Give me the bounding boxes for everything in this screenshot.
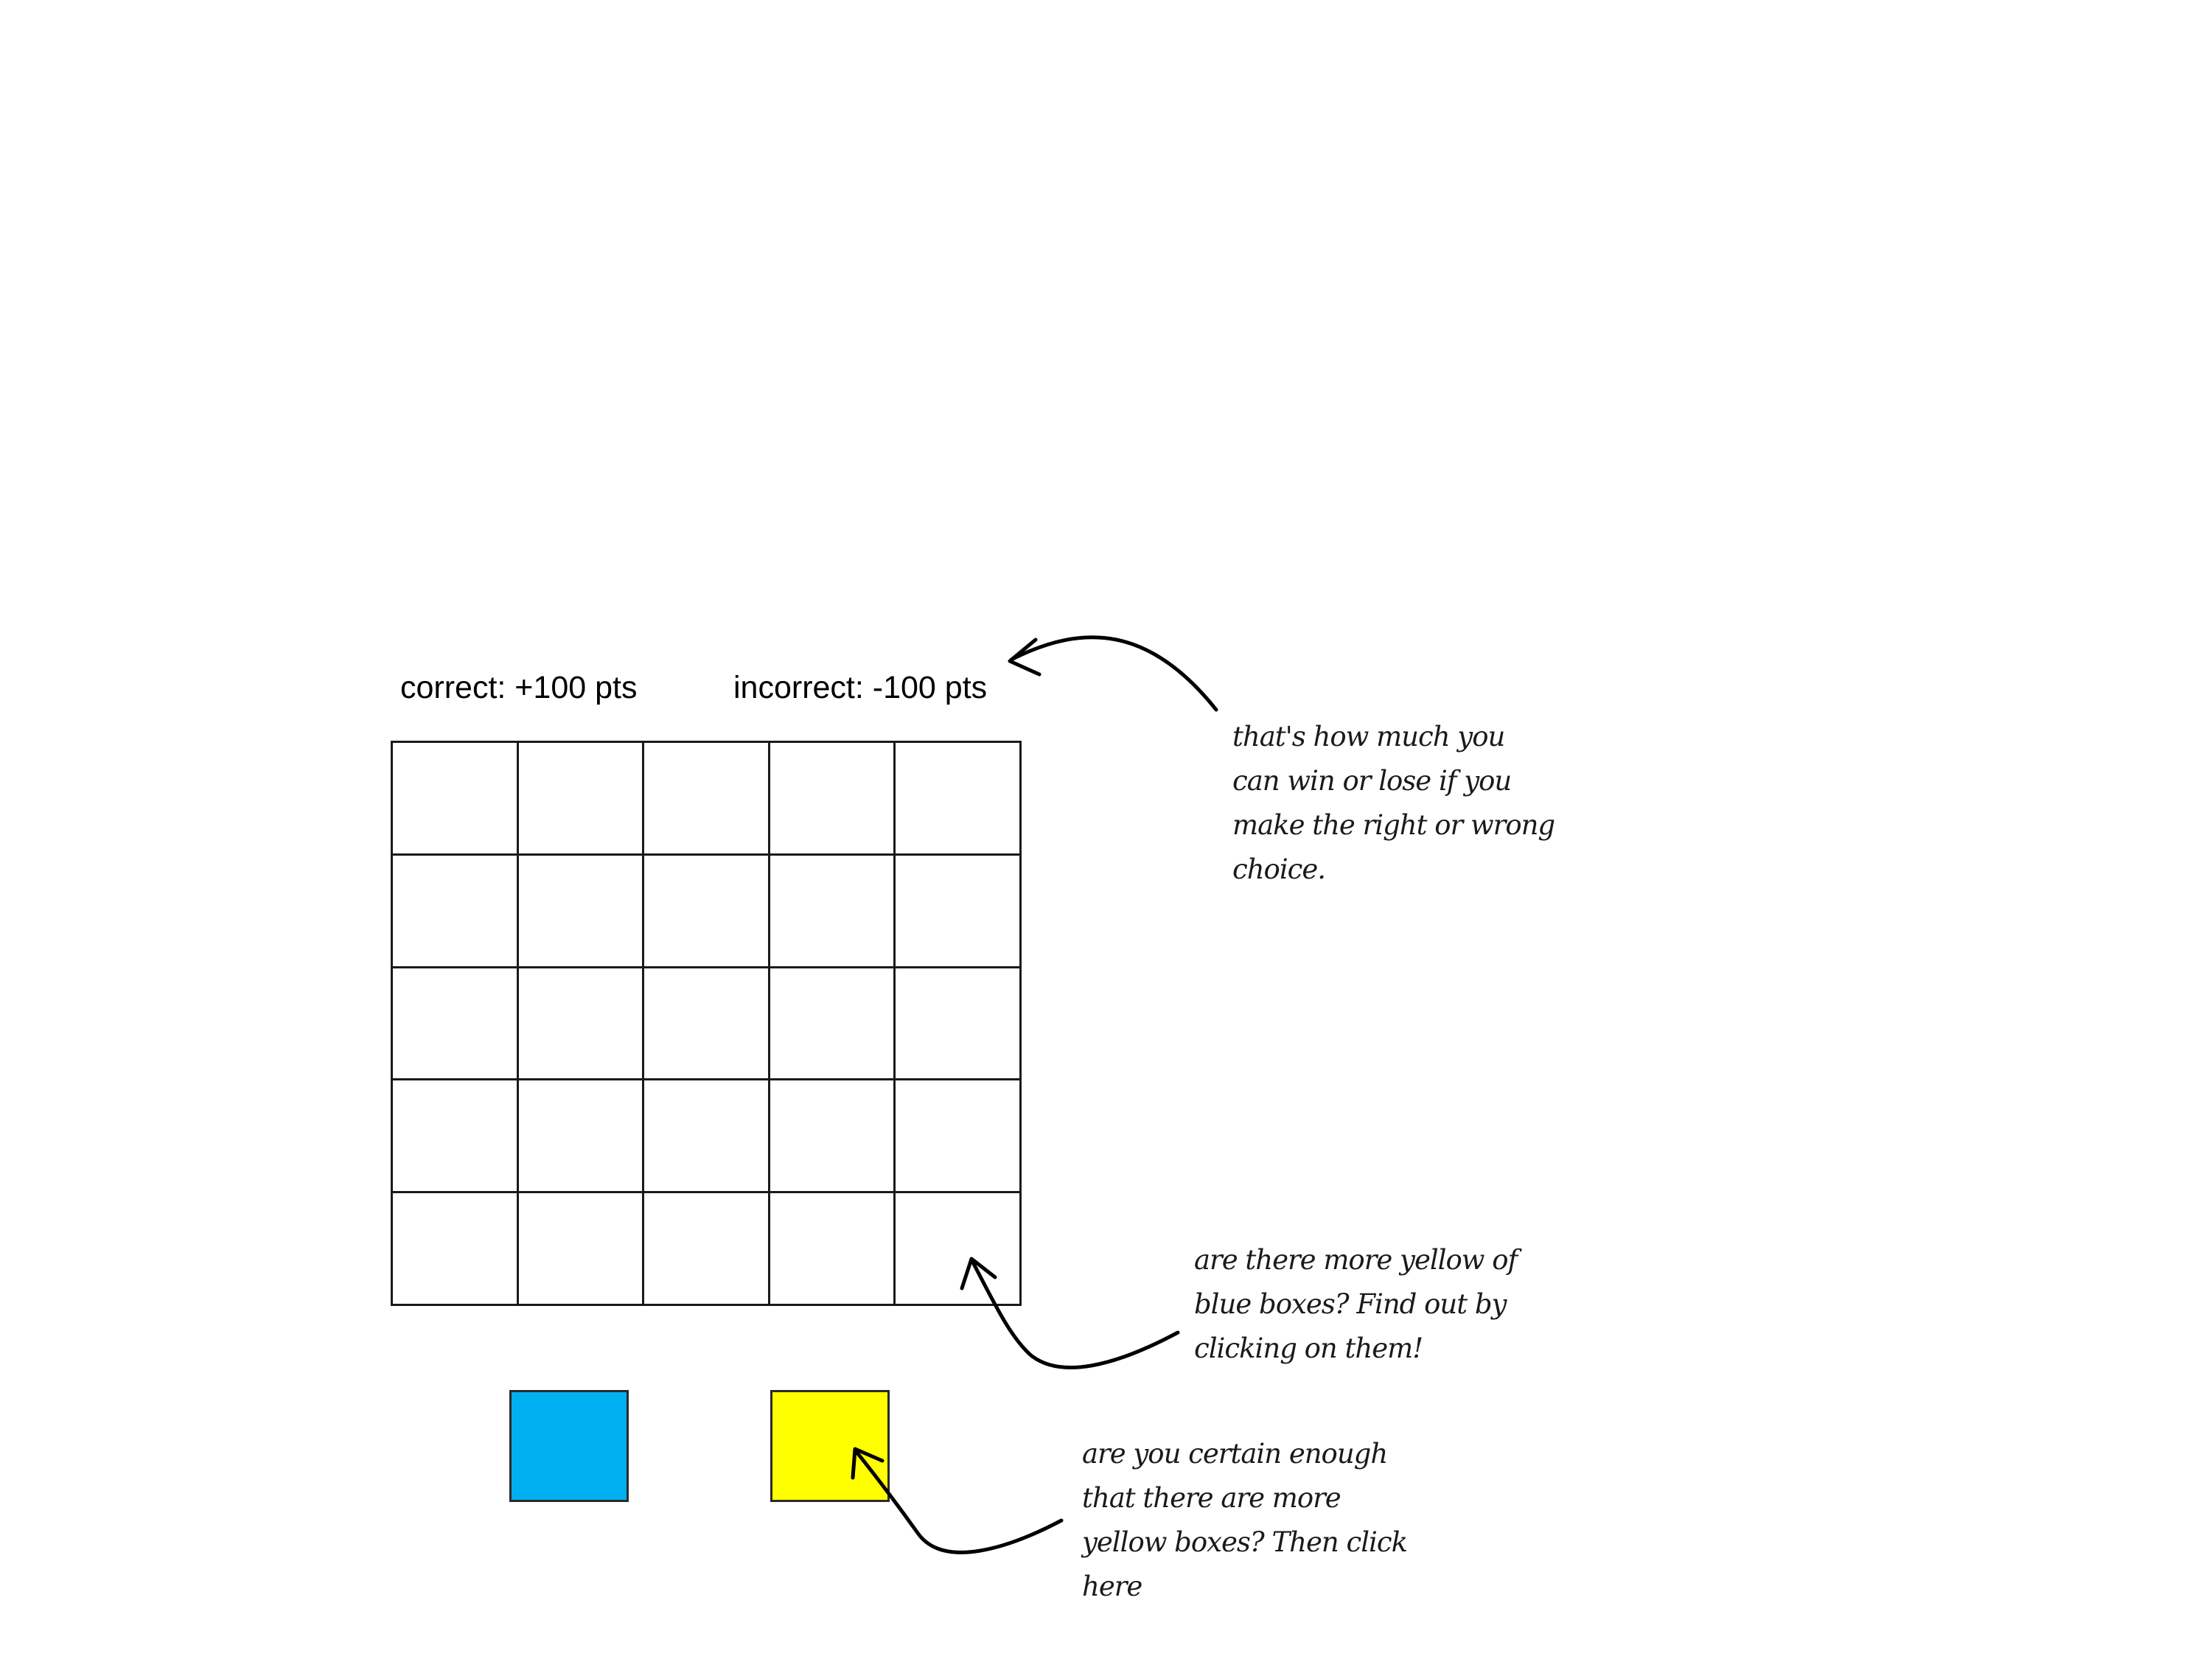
annotation-line: clicking on them! [1194,1333,1423,1364]
yellow-choice-button[interactable] [770,1390,890,1502]
annotation-line: yellow boxes? Then click [1082,1526,1408,1558]
hidden-box[interactable] [644,1080,770,1194]
hidden-box[interactable] [393,1080,519,1194]
incorrect-points-label: incorrect: -100 pts [733,670,988,705]
confirm-annotation: are you certain enough that there are mo… [1082,1432,1408,1609]
hidden-box[interactable] [518,1080,645,1194]
hidden-box[interactable] [770,855,896,968]
grid-annotation: are there more yellow of blue boxes? Fin… [1194,1238,1518,1371]
blue-choice-button[interactable] [509,1390,629,1502]
hidden-box[interactable] [393,968,519,1081]
hidden-box[interactable] [770,1193,896,1306]
hidden-box[interactable] [518,1193,645,1306]
hidden-box[interactable] [393,743,519,856]
stakes-arrow-icon [1008,635,1218,712]
hidden-box[interactable] [770,968,896,1081]
hidden-box[interactable] [518,968,645,1081]
hidden-box[interactable] [644,968,770,1081]
hidden-box[interactable] [770,1080,896,1194]
hidden-box[interactable] [393,855,519,968]
annotation-line: that's how much you [1232,721,1505,752]
hidden-box-grid [391,741,1022,1306]
hidden-box[interactable] [896,1193,1022,1306]
annotation-line: choice. [1232,853,1326,885]
hidden-box[interactable] [393,1193,519,1306]
hidden-box[interactable] [644,1193,770,1306]
hidden-box[interactable] [896,968,1022,1081]
hidden-box[interactable] [518,855,645,968]
hidden-box[interactable] [896,1080,1022,1194]
hidden-box[interactable] [770,743,896,856]
annotation-line: blue boxes? Find out by [1194,1288,1507,1320]
annotation-line: are you certain enough [1082,1438,1388,1470]
annotation-line: here [1082,1571,1142,1602]
annotation-line: that there are more [1082,1482,1341,1514]
annotation-line: are there more yellow of [1194,1244,1518,1276]
hidden-box[interactable] [644,855,770,968]
hidden-box[interactable] [896,743,1022,856]
hidden-box[interactable] [518,743,645,856]
hidden-box[interactable] [896,855,1022,968]
annotation-line: can win or lose if you [1232,765,1512,797]
annotation-line: make the right or wrong [1232,809,1555,841]
stakes-annotation: that's how much you can win or lose if y… [1232,715,1555,892]
correct-points-label: correct: +100 pts [400,670,638,705]
hidden-box[interactable] [644,743,770,856]
